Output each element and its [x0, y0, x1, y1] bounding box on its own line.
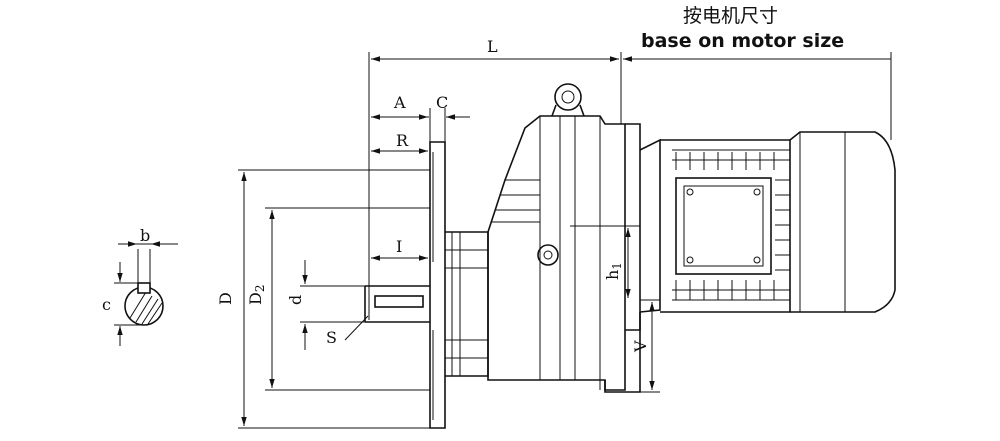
motor-outline: [604, 131, 896, 393]
dim-b: b: [140, 226, 150, 245]
dim-V: V: [631, 340, 650, 353]
gearbox-outline: [364, 83, 661, 429]
svg-text:h1: h1: [603, 262, 624, 280]
dim-S: S: [326, 328, 337, 347]
caption-english: base on motor size: [641, 30, 844, 52]
dim-d: d: [286, 295, 305, 305]
dim-I: I: [396, 237, 402, 256]
dim-D2: D2: [246, 285, 267, 305]
dimension-lines: [238, 52, 892, 429]
dim-A: A: [393, 93, 406, 112]
dim-L: L: [487, 37, 498, 56]
svg-text:D2: D2: [246, 285, 267, 305]
shaft-section: b c: [102, 226, 178, 346]
dim-h1: h1: [603, 262, 624, 280]
caption-chinese: 按电机尺寸: [683, 5, 778, 27]
dim-R: R: [396, 131, 409, 150]
dim-c: c: [102, 295, 111, 314]
dim-C: C: [436, 93, 448, 112]
dim-D: D: [216, 292, 235, 305]
